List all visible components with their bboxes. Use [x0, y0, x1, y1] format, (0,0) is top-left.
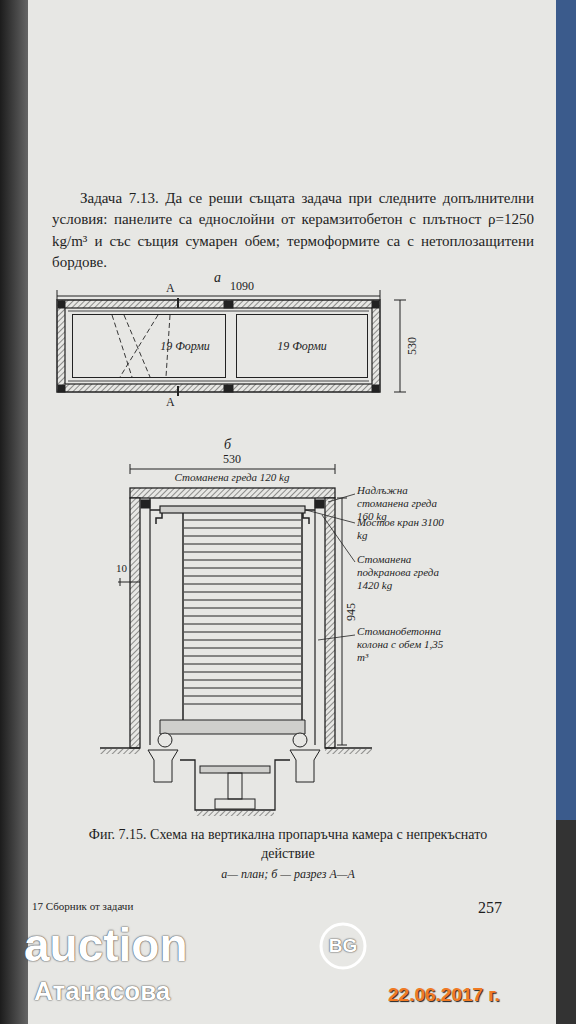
watermark: auction: [24, 918, 188, 973]
form-plate: [184, 544, 301, 545]
part-label: Стоманобетонна колона с обем 1,35 m³: [357, 625, 452, 665]
form-plate: [184, 560, 301, 561]
form-plate: [184, 672, 301, 673]
form-plate: [184, 688, 301, 689]
caption-note: а— план; б — разрез А—А: [221, 867, 355, 881]
form-plate: [184, 608, 301, 609]
compartment-label: 19 Форми: [159, 339, 211, 354]
form-plate: [184, 616, 301, 617]
dimension: 530: [405, 337, 419, 355]
form-plate: [184, 656, 301, 657]
table: [556, 820, 576, 1024]
view-letter: а: [214, 270, 221, 287]
part-label: Стоманена греда 120 kg: [175, 471, 290, 484]
form-plate: [184, 592, 301, 593]
form-plate: [184, 680, 301, 681]
dimension: 530: [223, 452, 241, 466]
dimension: 1090: [230, 279, 254, 293]
compartment-label: 19 Форми: [276, 339, 328, 354]
figure-caption: Фиг. 7.15. Схема на вертикална пропаръчн…: [86, 826, 490, 864]
form-plate: [184, 664, 301, 665]
form-plate: [184, 576, 301, 577]
task-text: Задача 7.13. Да се реши същата задача пр…: [52, 188, 534, 273]
paper: [28, 0, 558, 1024]
form-plate: [184, 552, 301, 553]
part-label: Мостов кран 3100 kg: [357, 516, 452, 542]
watermark-ring: [321, 924, 365, 968]
view-letter: б: [224, 437, 231, 454]
compartment-box: 19 Форми: [72, 314, 226, 378]
compartment-box: 19 Форми: [236, 314, 368, 378]
page-number: 257: [478, 898, 502, 917]
form-plate: [184, 648, 301, 649]
form-plate: [184, 640, 301, 641]
form-plate: [184, 584, 301, 585]
form-plate: [184, 536, 301, 537]
section-mark: A: [166, 395, 175, 409]
section-drawing: [100, 464, 372, 816]
form-plate: [184, 520, 301, 521]
form-plate: [184, 528, 301, 529]
form-plate: [184, 632, 301, 633]
form-plate: [184, 600, 301, 601]
photo-date: 22.06.2017 г.: [388, 984, 500, 1007]
book-cover: [556, 0, 576, 820]
form-plate: [184, 568, 301, 569]
dimension: 945: [344, 603, 358, 621]
plan-drawing: [57, 290, 406, 396]
watermark: BG: [329, 935, 358, 958]
watermark: Атанасова: [34, 976, 170, 1007]
form-plate: [184, 704, 301, 705]
form-plate: [184, 696, 301, 697]
page-edge: [0, 0, 30, 1024]
page-footer: 17 Сборник от задачи: [32, 900, 133, 913]
part-label: Стоманена подкранова греда 1420 kg: [357, 553, 452, 593]
form-plate: [184, 624, 301, 625]
section-mark: A: [166, 281, 175, 295]
dimension: 10: [116, 562, 127, 575]
